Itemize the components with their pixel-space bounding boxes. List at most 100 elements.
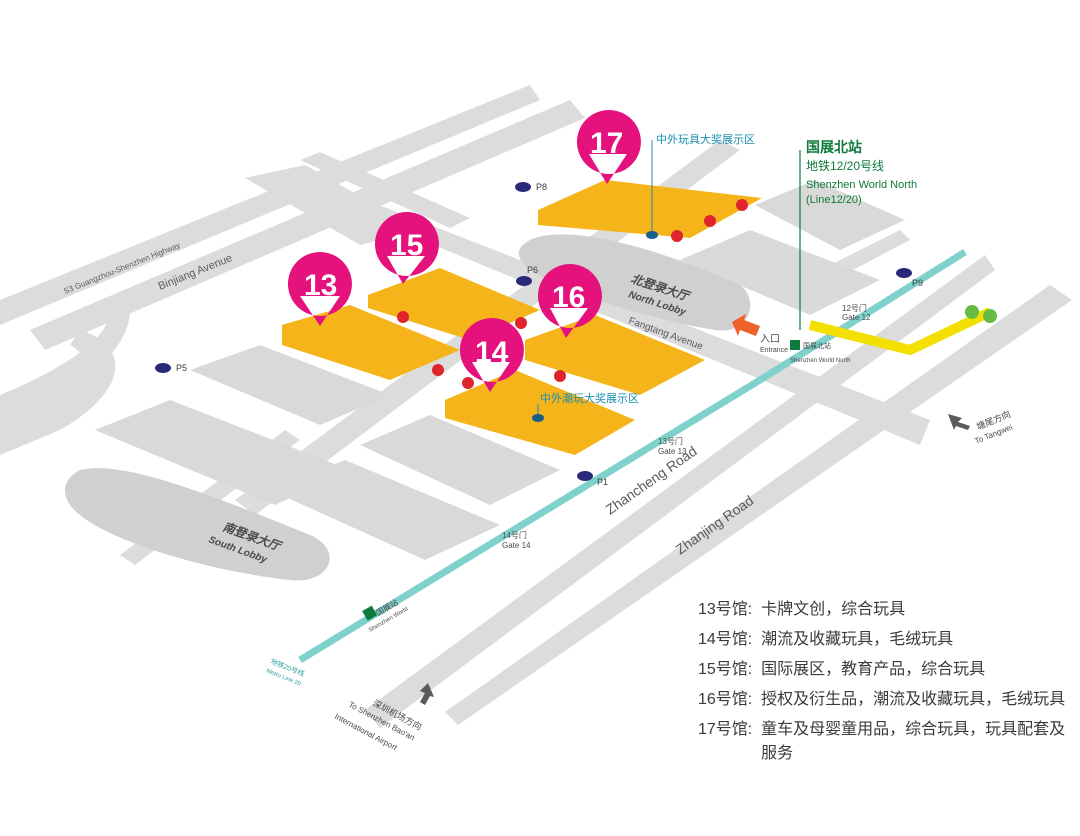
entrance-station-en: Shenzhen World North xyxy=(790,358,851,364)
restroom-icon xyxy=(671,230,683,242)
hall-grey-2 xyxy=(95,400,350,505)
left-curve-road xyxy=(0,330,116,455)
legend-row: 15号馆: 国际展区，教育产品，综合玩具 xyxy=(698,658,1068,682)
award-areas: 中外玩具大奖展示区 中外潮玩大奖展示区 xyxy=(532,132,755,422)
map-pin-icon xyxy=(459,318,524,392)
pin-17[interactable]: 17 xyxy=(576,110,641,184)
parking-icon xyxy=(577,471,593,481)
green-dot-icon xyxy=(965,305,979,319)
entrance-arrow-icon xyxy=(732,314,760,336)
hall-grey-5 xyxy=(680,230,880,315)
gate-labels: 12号门 Gate 12 13号门 Gate 13 14号门 Gate 14 xyxy=(502,303,871,550)
restroom-icon xyxy=(704,215,716,227)
direction-arrow-icon xyxy=(948,414,970,430)
restroom-icon xyxy=(397,311,409,323)
station-line-en: (Line12/20) xyxy=(806,194,862,206)
restroom-icons xyxy=(397,199,748,389)
award-marker xyxy=(646,231,658,239)
parking-p6-label: P6 xyxy=(527,265,538,275)
direction-arrow-icon xyxy=(420,683,434,705)
parking-p8-label: P8 xyxy=(536,182,547,192)
zhancheng-road xyxy=(365,255,995,728)
north-lobby-shape xyxy=(518,234,751,331)
gate-12-label-en: Gate 12 xyxy=(842,313,871,322)
award-mid-label: 中外潮玩大奖展示区 xyxy=(540,391,639,405)
restroom-icon xyxy=(554,370,566,382)
pin-16-number: 16 xyxy=(552,281,585,314)
walkway-path xyxy=(808,307,993,356)
grey-halls xyxy=(95,180,905,560)
pin-15[interactable]: 15 xyxy=(374,212,439,284)
pin-14-number: 14 xyxy=(475,336,509,369)
legend-row: 13号馆: 卡牌文创，综合玩具 xyxy=(698,598,1068,622)
legend-hall-label: 16号馆: xyxy=(698,691,753,708)
restroom-icon xyxy=(432,364,444,376)
hall-grey-6 xyxy=(755,180,905,250)
highway-road xyxy=(0,85,540,325)
map-pin-icon xyxy=(374,212,439,284)
station-line-label: 地铁12/20号线 xyxy=(806,159,884,173)
entrance-station-cn: 国展北站 xyxy=(803,341,831,350)
legend-hall-description: 国际展区，教育产品，综合玩具 xyxy=(761,661,986,678)
legend-hall-label: 15号馆: xyxy=(698,661,753,678)
station-name-en: Shenzhen World North xyxy=(806,179,917,191)
hall-pins: 13 15 14 16 17 xyxy=(287,110,641,392)
lobbies: 北登录大厅 North Lobby 南登录大厅 South Lobby xyxy=(65,234,751,581)
pin-14[interactable]: 14 xyxy=(459,318,524,392)
entrance-label-cn: 入口 xyxy=(760,334,780,345)
metro-station-icon xyxy=(362,605,378,621)
walkway xyxy=(808,305,997,356)
parking-icon xyxy=(515,182,531,192)
green-dot-icon xyxy=(983,309,997,323)
legend-hall-label: 14号馆: xyxy=(698,631,753,648)
binjiang-road xyxy=(30,100,585,350)
parking-p5-label: P5 xyxy=(176,363,187,373)
south-lobby-shape xyxy=(65,468,330,581)
hall-legend: 13号馆: 卡牌文创，综合玩具 14号馆: 潮流及收藏玩具，毛绒玩具 15号馆: 国… xyxy=(698,598,1068,772)
gate-14-label-cn: 14号门 xyxy=(502,530,527,540)
fangtang-road xyxy=(300,182,930,445)
hall-14 xyxy=(445,370,635,455)
legend-hall-description: 潮流及收藏玩具，毛绒玩具 xyxy=(761,631,954,648)
pin-16[interactable]: 16 xyxy=(537,264,602,338)
legend-hall-label: 13号馆: xyxy=(698,601,753,618)
hall-16 xyxy=(525,315,705,395)
parking-icon xyxy=(516,276,532,286)
connector-road-1 xyxy=(245,165,420,245)
zhanjing-road xyxy=(445,285,1072,725)
hall-17 xyxy=(538,180,762,238)
station-name-cn: 国展北站 xyxy=(806,139,862,155)
restroom-icon xyxy=(462,377,474,389)
hall-grey-3 xyxy=(360,415,560,505)
parking-markers: P5 P8 P6 P9 P1 xyxy=(155,182,923,487)
map-pin-icon xyxy=(537,264,602,338)
legend-hall-description: 童车及母婴童用品，综合玩具，玩具配套及服务 xyxy=(761,721,1066,762)
entrance-label-en: Entrance xyxy=(760,347,788,354)
parking-icon xyxy=(896,268,912,278)
pin-17-number: 17 xyxy=(590,127,623,160)
gate-13-label-en: Gate 13 xyxy=(658,447,687,456)
parking-p1-label: P1 xyxy=(597,477,608,487)
legend-row: 17号馆: 童车及母婴童用品，综合玩具，玩具配套及服务 xyxy=(698,718,1068,766)
parking-icon xyxy=(155,363,171,373)
restroom-icon xyxy=(736,199,748,211)
legend-hall-label: 17号馆: xyxy=(698,721,753,738)
pin-15-number: 15 xyxy=(390,229,423,262)
gate-13-label-cn: 13号门 xyxy=(658,436,683,446)
award-marker xyxy=(532,414,544,422)
legend-row: 16号馆: 授权及衍生品，潮流及收藏玩具，毛绒玩具 xyxy=(698,688,1068,712)
legend-hall-description: 卡牌文创，综合玩具 xyxy=(761,601,906,618)
restroom-icon xyxy=(515,317,527,329)
hall-grey-4 xyxy=(270,460,500,560)
metro-line xyxy=(298,249,967,663)
entrance: 入口 Entrance 国展北站 Shenzhen World North xyxy=(732,314,851,364)
north-station-callout: 国展北站 地铁12/20号线 Shenzhen World North (Lin… xyxy=(799,139,917,330)
gate-12-label-cn: 12号门 xyxy=(842,303,867,313)
legend-row: 14号馆: 潮流及收藏玩具，毛绒玩具 xyxy=(698,628,1068,652)
parking-p9-label: P9 xyxy=(912,278,923,288)
pin-13[interactable]: 13 xyxy=(287,252,352,326)
legend-hall-description: 授权及衍生品，潮流及收藏玩具，毛绒玩具 xyxy=(761,691,1066,708)
connector-road-2 xyxy=(300,152,470,228)
hall-grey-1 xyxy=(190,345,390,425)
